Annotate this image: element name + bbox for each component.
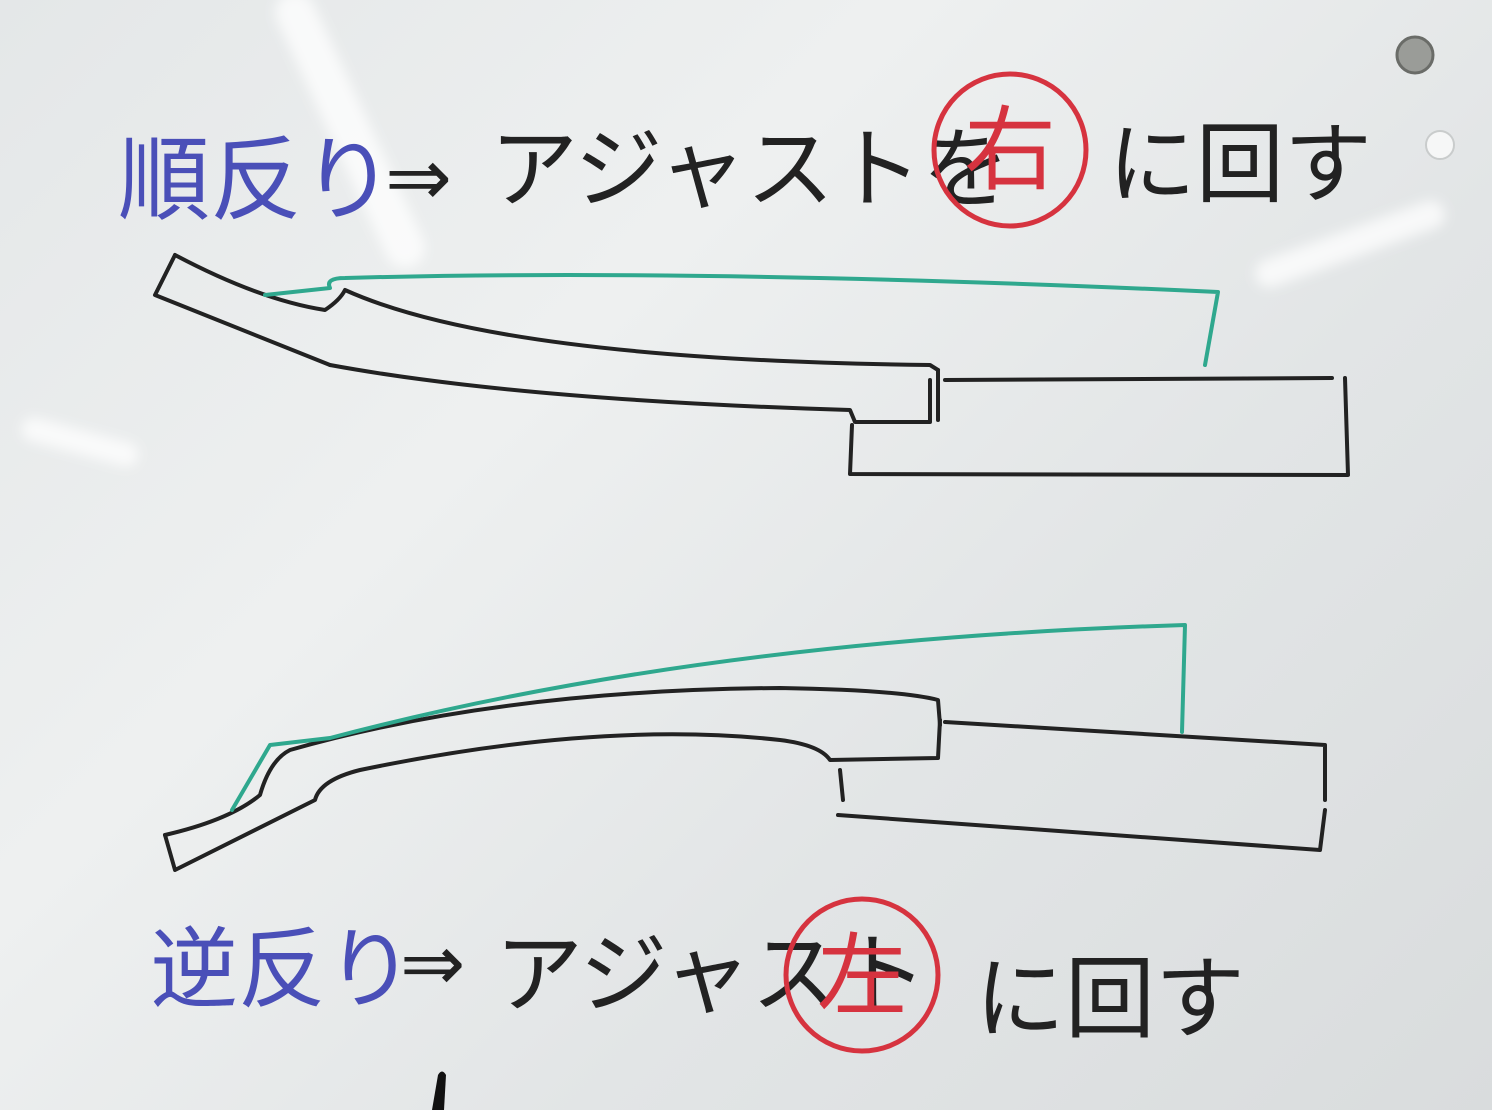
instruction-top: アジャストを [490, 118, 1010, 221]
magnet [1395, 35, 1435, 75]
green-reference-bottom [230, 623, 1187, 812]
neck-back-bow [163, 686, 1327, 872]
marker-pen [432, 1071, 446, 1110]
label-forward-bow: 順反り [118, 127, 394, 234]
arrow-bottom: ⇒ [400, 919, 465, 1009]
circle-right [931, 71, 1089, 229]
magnet [1425, 130, 1455, 160]
green-reference-top [263, 273, 1220, 367]
circle-left [783, 896, 941, 1054]
instruction-bottom: アジャスト [495, 923, 927, 1026]
turn-bottom: に回す [975, 947, 1245, 1052]
label-back-bow: 逆反り [150, 918, 414, 1021]
neck-forward-bow [153, 253, 1350, 477]
circled-right: 右 [964, 97, 1056, 204]
arrow-top: ⇒ [385, 131, 452, 224]
circled-left: 左 [817, 924, 907, 1029]
turn-top: に回す [1108, 113, 1372, 216]
